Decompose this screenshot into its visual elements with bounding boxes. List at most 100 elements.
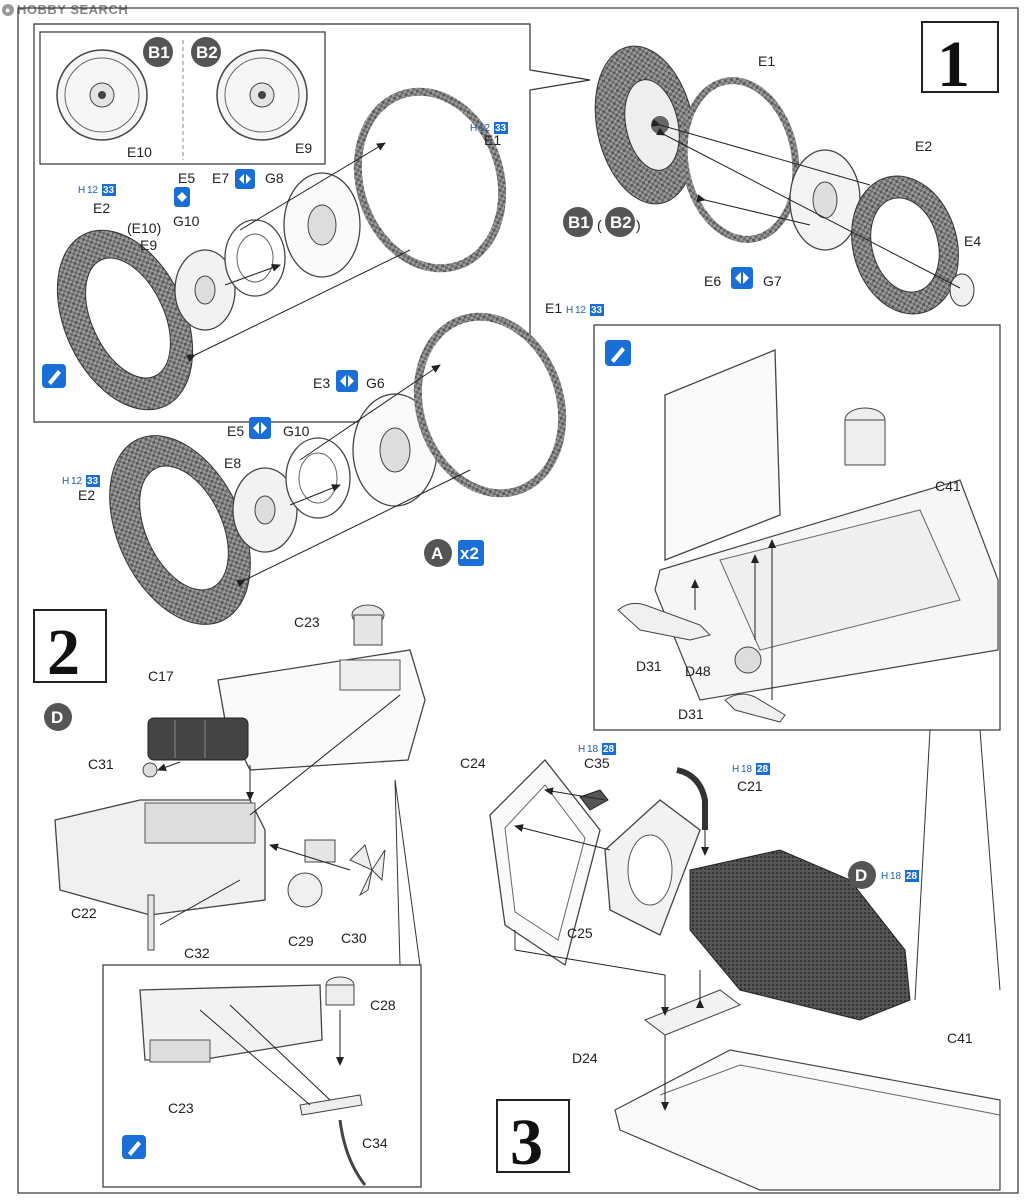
- svg-text:33: 33: [591, 305, 603, 316]
- badge-b1-assembly: B1: [563, 207, 593, 237]
- svg-text:B1: B1: [568, 213, 590, 232]
- svg-text:12: 12: [87, 185, 99, 196]
- svg-text:28: 28: [906, 871, 918, 882]
- label-e3-lower: E3: [313, 375, 330, 391]
- cement-icon: [122, 1135, 146, 1159]
- label-d24: D24: [572, 1050, 598, 1066]
- label-e7-inset: E7: [212, 170, 229, 186]
- chassis-frame-c41-bottom: [614, 1049, 1001, 1191]
- svg-text:28: 28: [757, 764, 769, 775]
- badge-d-step3: D: [848, 861, 876, 889]
- label-c23-inset: C23: [168, 1100, 194, 1116]
- hub-e10: [56, 49, 148, 141]
- label-e1-assembly: E1: [758, 53, 775, 69]
- label-g10-inset: G10: [173, 213, 200, 229]
- part-d31-a: [617, 602, 711, 641]
- chassis-frame-c41: [654, 349, 999, 701]
- label-g8-inset: G8: [265, 170, 284, 186]
- part-d48: [734, 646, 762, 674]
- step-number-box-2: [33, 609, 107, 683]
- svg-text:B2: B2: [610, 213, 632, 232]
- label-e8-lower: E8: [224, 455, 241, 471]
- label-e9-top: E9: [295, 140, 312, 156]
- step-number-box-3: [496, 1099, 570, 1173]
- part-c17: [147, 717, 249, 761]
- paint-code-h18-28: H 18 28: [578, 743, 616, 755]
- label-c28: C28: [370, 997, 396, 1013]
- part-c24-radiator: [489, 759, 601, 967]
- step-3: 3 C41 D31 D48 D31: [460, 324, 1001, 1191]
- label-c30: C30: [341, 930, 367, 946]
- part-c30-fan: [349, 844, 386, 897]
- label-c17: C17: [148, 668, 174, 684]
- step-1: 1 B1 B2 E10 E9: [33, 21, 999, 625]
- badge-b2: B2: [191, 37, 221, 67]
- svg-text:B2: B2: [196, 43, 218, 62]
- label-c29: C29: [288, 933, 314, 949]
- step-number-2: 2: [47, 616, 80, 689]
- label-e2-lower: E2: [78, 487, 95, 503]
- svg-text:B1: B1: [148, 43, 170, 62]
- alternate-part-icon: [249, 417, 271, 439]
- tire-e2-assembly: [851, 175, 959, 315]
- label-c25: C25: [567, 925, 593, 941]
- alternate-part-icon: [731, 267, 753, 289]
- svg-text:D: D: [855, 866, 867, 885]
- svg-text:33: 33: [87, 476, 99, 487]
- svg-text:18: 18: [587, 744, 599, 755]
- hobbysearch-logo-icon: ●: [2, 4, 14, 16]
- svg-text:18: 18: [741, 764, 753, 775]
- step-number-box-1: [921, 21, 999, 93]
- cement-icon: [605, 340, 631, 366]
- inset-rim-g8: [283, 172, 361, 278]
- svg-text:H: H: [78, 185, 85, 196]
- svg-text:28: 28: [603, 744, 615, 755]
- svg-text:18: 18: [890, 871, 902, 882]
- svg-text:H: H: [578, 744, 585, 755]
- cement-icon: [42, 364, 66, 388]
- part-c35: [579, 789, 609, 811]
- part-c23: [217, 604, 426, 771]
- label-c21: C21: [737, 778, 763, 794]
- svg-text:H: H: [470, 123, 477, 134]
- page-frame: [17, 7, 1019, 1194]
- label-g6-lower: G6: [366, 375, 385, 391]
- paint-code-h12-33: H 12 33: [78, 184, 116, 196]
- paint-code-h18-28: H 18 28: [732, 763, 770, 775]
- step-number-1: 1: [937, 28, 970, 101]
- label-g7-assembly: G7: [763, 273, 782, 289]
- svg-text:12: 12: [479, 123, 491, 134]
- label-e9-inset: E9: [140, 237, 157, 253]
- step-2: 2 D: [33, 604, 426, 1188]
- label-e2-assembly: E2: [915, 138, 932, 154]
- svg-text:33: 33: [495, 123, 507, 134]
- label-e4-assembly: E4: [964, 233, 981, 249]
- label-e10-top: E10: [127, 144, 152, 160]
- label-e5-inset: E5: [178, 170, 195, 186]
- svg-text:12: 12: [71, 476, 83, 487]
- hub-e8-lower: [232, 467, 298, 553]
- alternate-part-icon: [174, 187, 190, 207]
- label-c32: C32: [184, 945, 210, 961]
- label-c34: C34: [362, 1135, 388, 1151]
- paren-open: (: [597, 217, 602, 233]
- svg-text:H: H: [881, 871, 888, 882]
- svg-text:33: 33: [103, 185, 115, 196]
- quantity-badge: A x2: [424, 539, 484, 567]
- label-e5-lower: E5: [227, 423, 244, 439]
- inset-rim-g10: [224, 219, 286, 297]
- watermark: ●HOBBY SEARCH: [2, 2, 128, 17]
- engine-assembly-d: [689, 849, 911, 1021]
- svg-text:x2: x2: [460, 544, 479, 563]
- paint-code-h18-28: H 18 28: [881, 870, 919, 882]
- label-c22: C22: [71, 905, 97, 921]
- label-c23: C23: [294, 614, 320, 630]
- chassis-callout-lines: [914, 729, 1001, 1001]
- alternate-part-icon: [336, 370, 358, 392]
- label-c35: C35: [584, 755, 610, 771]
- label-c41-top: C41: [935, 478, 961, 494]
- part-c21-hose: [676, 767, 708, 830]
- inset-hub-e9: [174, 249, 236, 331]
- label-e10-paren: (E10): [127, 220, 161, 236]
